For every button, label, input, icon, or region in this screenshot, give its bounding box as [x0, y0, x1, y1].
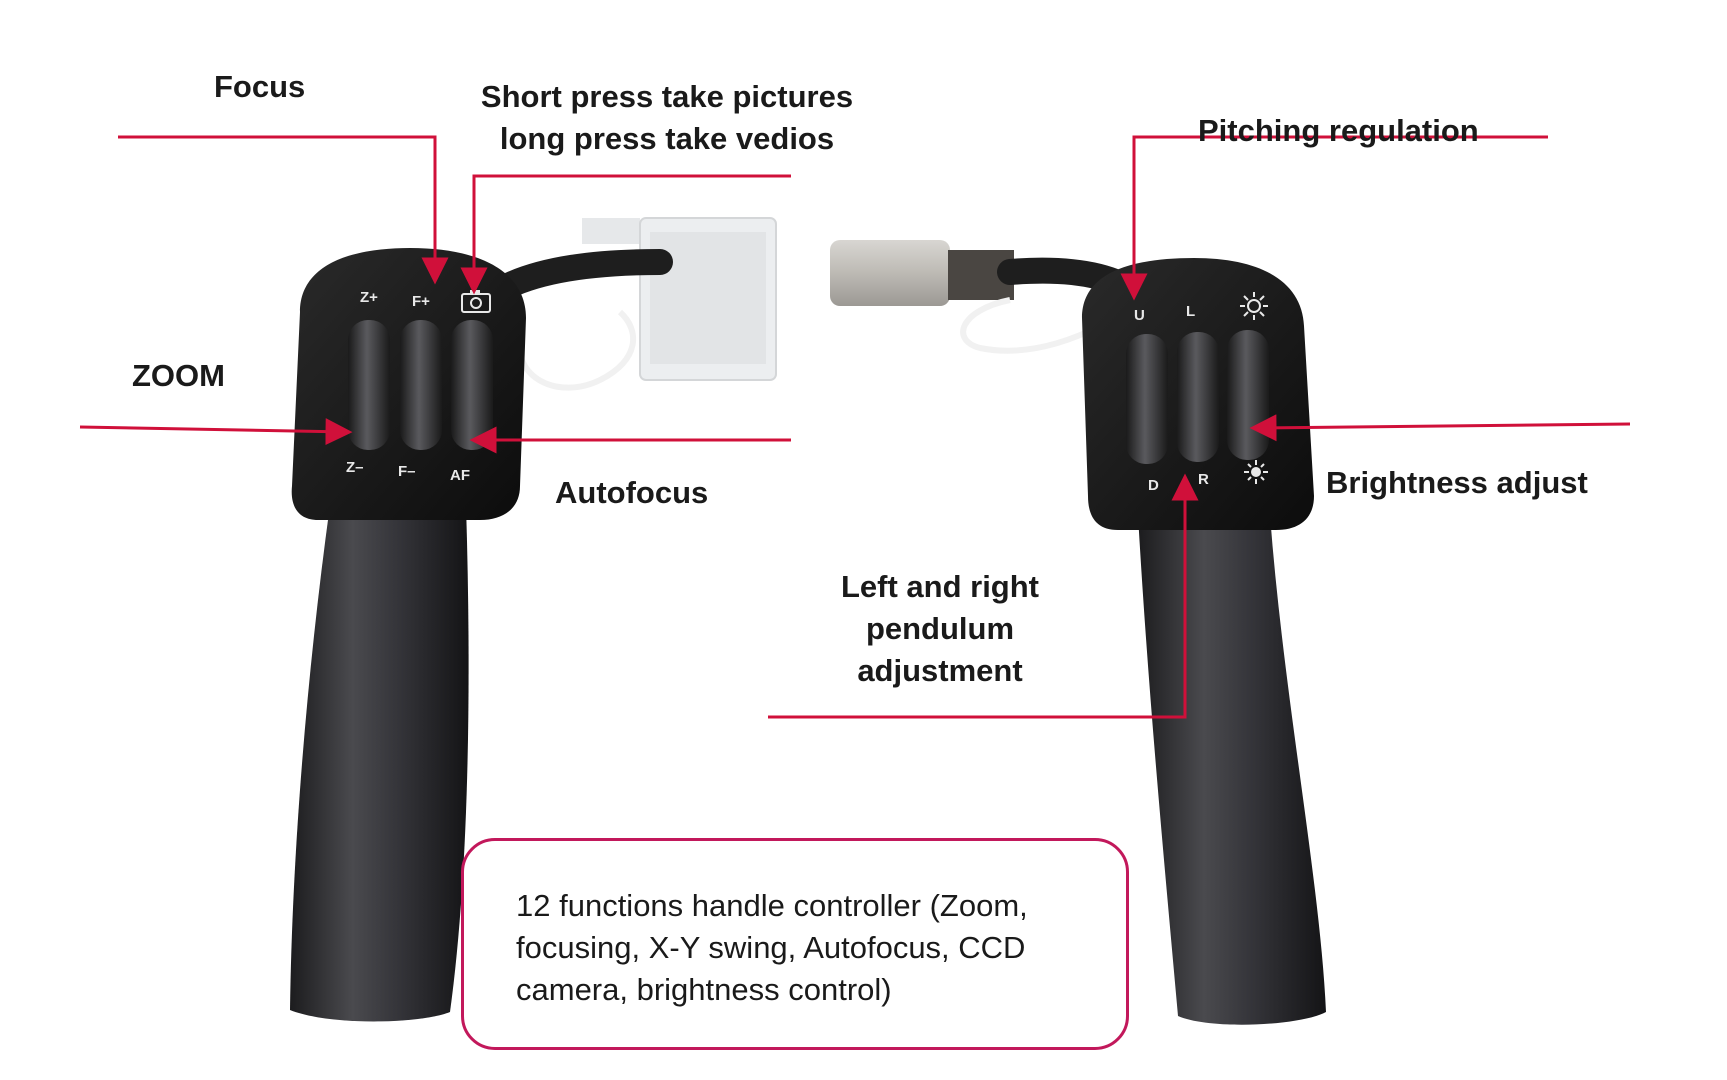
sun-small-icon	[1244, 460, 1268, 484]
leader-pendulum	[768, 473, 1199, 719]
callout-pitching: Pitching regulation	[1198, 113, 1479, 148]
callout-autofocus: Autofocus	[555, 475, 709, 510]
right-cable-white	[960, 297, 1102, 354]
leader-pitching	[1120, 135, 1548, 301]
leader-brightness	[1249, 414, 1631, 442]
callout-pendulum-line1: Left and right	[840, 569, 1040, 604]
callout-pendulum: Left and right pendulum adjustment	[800, 566, 1080, 692]
callout-capture: Short press take pictures long press tak…	[452, 76, 882, 160]
btn-label-right: R	[1198, 471, 1209, 488]
left-cable-dark	[487, 249, 673, 303]
callout-pendulum-line3: adjustment	[857, 653, 1023, 688]
callout-zoom: ZOOM	[132, 358, 225, 393]
btn-label-focus-minus: F–	[398, 463, 416, 480]
callout-capture-line2: long press take vedios	[499, 121, 835, 156]
left-cable-white	[515, 309, 636, 391]
sun-icon	[1240, 292, 1268, 320]
callout-pendulum-line2: pendulum	[865, 611, 1015, 646]
btn-label-autofocus: AF	[450, 467, 470, 484]
btn-label-zoom-minus: Z–	[346, 459, 364, 476]
left-grip	[290, 505, 469, 1022]
left-handle: Z+ F+ Z– F– AF	[290, 248, 526, 1022]
callout-focus: Focus	[214, 69, 306, 104]
leader-focus	[118, 135, 449, 285]
btn-label-focus-plus: F+	[412, 293, 430, 310]
summary-box: 12 functions handle controller (Zoom, fo…	[461, 838, 1129, 1050]
summary-text: 12 functions handle controller (Zoom, fo…	[516, 888, 1028, 1007]
btn-label-down: D	[1148, 477, 1159, 494]
btn-label-left: L	[1186, 303, 1195, 320]
mount-block	[582, 217, 777, 381]
callout-brightness: Brightness adjust	[1326, 465, 1588, 500]
callout-capture-line1: Short press take pictures	[480, 79, 854, 114]
metal-sleeve	[830, 240, 1014, 306]
right-grip	[1138, 515, 1326, 1025]
btn-label-up: U	[1134, 307, 1145, 324]
leader-capture	[460, 174, 791, 295]
btn-label-zoom-plus: Z+	[360, 289, 378, 306]
leader-zoom	[79, 418, 353, 446]
